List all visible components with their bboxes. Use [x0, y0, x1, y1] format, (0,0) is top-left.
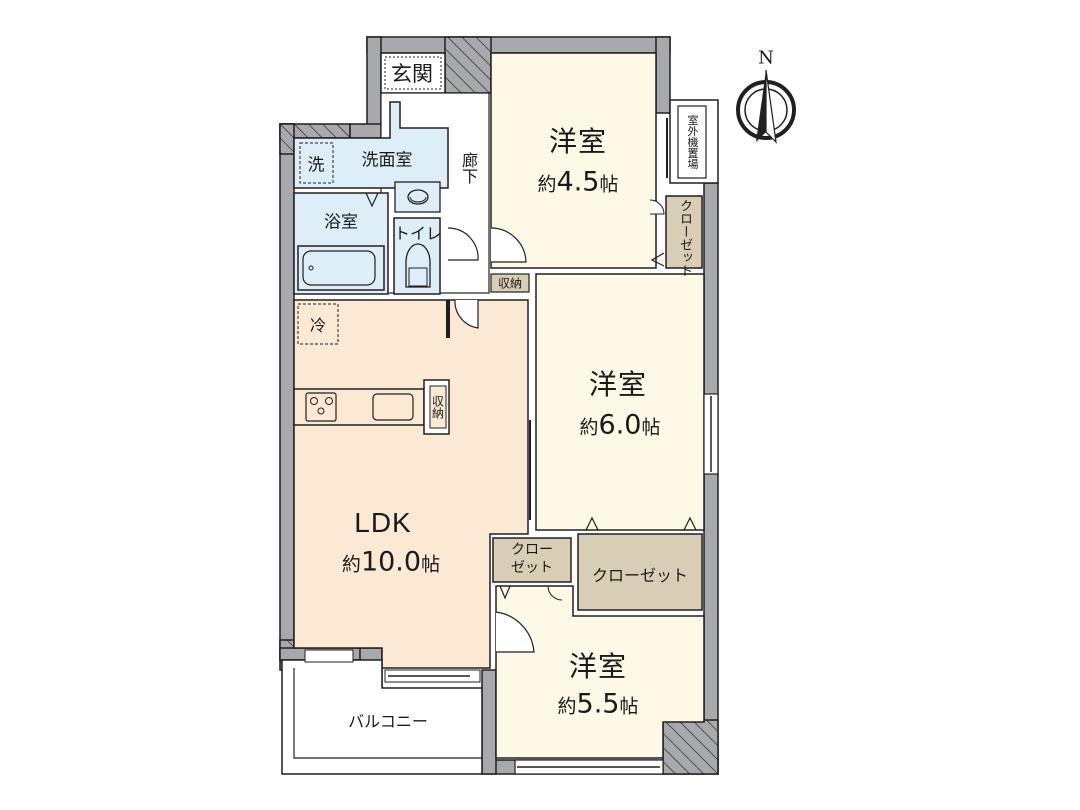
fridge-label: 冷 [309, 316, 327, 335]
room-south-size-prefix: 約 [557, 695, 577, 718]
balcony-label: バルコニー [348, 712, 428, 731]
room-middle-floor [535, 273, 705, 531]
hallway-label: 廊下 [459, 152, 478, 184]
room-middle-size-value: 6.0 [598, 409, 642, 441]
ldk-size-unit: 帖 [421, 553, 441, 576]
room-north-size-value: 4.5 [556, 166, 600, 198]
closet-north-label: クローゼット [677, 199, 692, 277]
closet-small-label: クロー ゼット [511, 541, 553, 577]
closet-north-floor [665, 195, 703, 269]
room-north-size-prefix: 約 [537, 173, 557, 196]
kitchen-storage-label: 収納 [430, 395, 445, 419]
ldk-size-prefix: 約 [341, 553, 361, 576]
closet-large-label: クローゼット [591, 566, 689, 585]
room-middle-size: 約6.0帖 [580, 410, 661, 441]
toilet-label: トイレ [393, 224, 443, 243]
closet-large-floor [577, 533, 703, 611]
compass-icon [736, 69, 796, 144]
ldk-floor [293, 299, 529, 669]
ldk-label: LDK [354, 507, 412, 538]
washroom-label: 洗面室 [361, 150, 413, 171]
ldk-size: 約10.0帖 [342, 547, 440, 578]
room-south-label: 洋室 [568, 650, 628, 683]
room-north-size: 約4.5帖 [538, 167, 619, 198]
ldk-size-value: 10.0 [360, 546, 422, 578]
closet-small-label-line2: ゼット [511, 560, 553, 576]
compass-label: N [758, 47, 774, 69]
entrance-label: 玄関 [391, 62, 433, 86]
storage-hall-label: 収納 [497, 276, 523, 291]
room-south-size: 約5.5帖 [558, 689, 639, 720]
kitchen-sink [372, 393, 414, 421]
storage-hall [490, 273, 530, 293]
room-north-floor [490, 52, 657, 269]
room-middle-size-unit: 帖 [641, 416, 661, 439]
room-north-label: 洋室 [548, 125, 608, 158]
stove [305, 392, 337, 422]
room-middle-label: 洋室 [588, 368, 648, 401]
room-south-size-unit: 帖 [619, 695, 639, 718]
ac-unit-space-label: 室外機置場 [686, 114, 699, 170]
room-north-size-unit: 帖 [599, 173, 619, 196]
closet-small-floor [492, 537, 572, 583]
balcony-floor [281, 659, 483, 775]
room-south-floor [495, 585, 705, 759]
bathroom-label: 浴室 [324, 212, 358, 233]
room-middle-size-prefix: 約 [579, 416, 599, 439]
closet-small-label-line1: クロー [511, 542, 553, 558]
washer-label: 洗 [307, 155, 325, 176]
room-south-size-value: 5.5 [576, 688, 620, 720]
sink-unit [394, 181, 441, 213]
fridge-space [297, 303, 339, 345]
